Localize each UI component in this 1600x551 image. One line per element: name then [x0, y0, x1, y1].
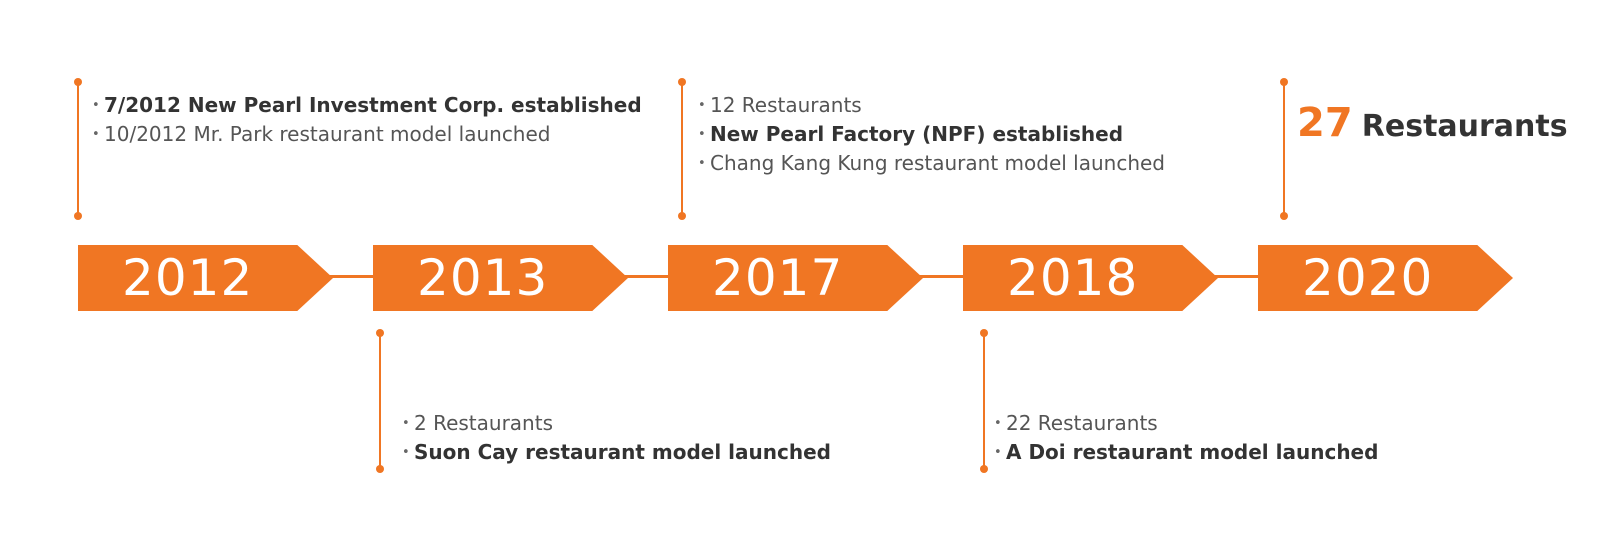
timeline-note-item: • 12 Restaurants	[698, 91, 1165, 120]
notes-2012: • 7/2012 New Pearl Investment Corp. estab…	[92, 91, 642, 149]
year-arrow-2012: 2012	[78, 245, 333, 311]
connector-line	[1210, 275, 1260, 278]
marker-dot	[1280, 78, 1288, 86]
timeline-note-item: • A Doi restaurant model launched	[994, 438, 1378, 467]
timeline-note-text: 2 Restaurants	[414, 411, 553, 435]
timeline-note-text: Suon Cay restaurant model launched	[414, 440, 831, 464]
bullet-icon: •	[698, 156, 706, 171]
bullet-icon: •	[994, 416, 1002, 431]
marker-dot	[1280, 212, 1288, 220]
marker-line-2013	[379, 333, 381, 469]
timeline-note-text: 12 Restaurants	[710, 93, 862, 117]
marker-dot	[980, 329, 988, 337]
year-arrow-2018: 2018	[963, 245, 1218, 311]
marker-dot	[980, 465, 988, 473]
timeline-note-text: Chang Kang Kung restaurant model launche…	[710, 151, 1165, 175]
restaurant-count-label: Restaurants	[1361, 109, 1568, 144]
marker-dot	[74, 212, 82, 220]
year-label: 2012	[122, 249, 254, 307]
timeline-note-item: • Suon Cay restaurant model launched	[402, 438, 831, 467]
bullet-icon: •	[92, 98, 100, 113]
marker-line-2012	[77, 82, 79, 216]
year-arrow-2017: 2017	[668, 245, 923, 311]
timeline-note-item: • New Pearl Factory (NPF) established	[698, 120, 1165, 149]
timeline-note-text: New Pearl Factory (NPF) established	[710, 122, 1124, 146]
marker-line-2018	[983, 333, 985, 469]
bullet-icon: •	[698, 98, 706, 113]
marker-dot	[678, 78, 686, 86]
timeline-note-item: • Chang Kang Kung restaurant model launch…	[698, 149, 1165, 178]
connector-line	[620, 275, 670, 278]
bullet-icon: •	[994, 445, 1002, 460]
marker-dot	[678, 212, 686, 220]
marker-dot	[376, 329, 384, 337]
marker-line-2017	[681, 82, 683, 216]
timeline-note-item: • 22 Restaurants	[994, 409, 1378, 438]
marker-dot	[376, 465, 384, 473]
bullet-icon: •	[402, 416, 410, 431]
year-label: 2013	[417, 249, 549, 307]
timeline-note-text: 7/2012 New Pearl Investment Corp. establ…	[104, 93, 642, 117]
notes-2017: • 12 Restaurants • New Pearl Factory (NPF) …	[698, 91, 1165, 178]
year-arrow-2020: 2020	[1258, 245, 1513, 311]
timeline-note-item: • 7/2012 New Pearl Investment Corp. estab…	[92, 91, 642, 120]
connector-line	[915, 275, 965, 278]
notes-2018: • 22 Restaurants • A Doi restaurant model l…	[994, 409, 1378, 467]
year-label: 2020	[1302, 249, 1434, 307]
notes-2020: 27 Restaurants	[1297, 100, 1568, 146]
bullet-icon: •	[92, 127, 100, 142]
timeline-note-text: 10/2012 Mr. Park restaurant model launch…	[104, 122, 551, 146]
year-label: 2018	[1007, 249, 1139, 307]
timeline-note-item: • 2 Restaurants	[402, 409, 831, 438]
timeline-note-item: • 10/2012 Mr. Park restaurant model launc…	[92, 120, 642, 149]
connector-line	[325, 275, 375, 278]
marker-dot	[74, 78, 82, 86]
marker-line-2020	[1283, 82, 1285, 216]
notes-2013: • 2 Restaurants • Suon Cay restaurant model…	[402, 409, 831, 467]
bullet-icon: •	[698, 127, 706, 142]
year-arrow-2013: 2013	[373, 245, 628, 311]
timeline-note-text: 22 Restaurants	[1006, 411, 1158, 435]
bullet-icon: •	[402, 445, 410, 460]
year-label: 2017	[712, 249, 844, 307]
timeline-note-text: A Doi restaurant model launched	[1006, 440, 1379, 464]
restaurant-count: 27	[1297, 100, 1353, 146]
